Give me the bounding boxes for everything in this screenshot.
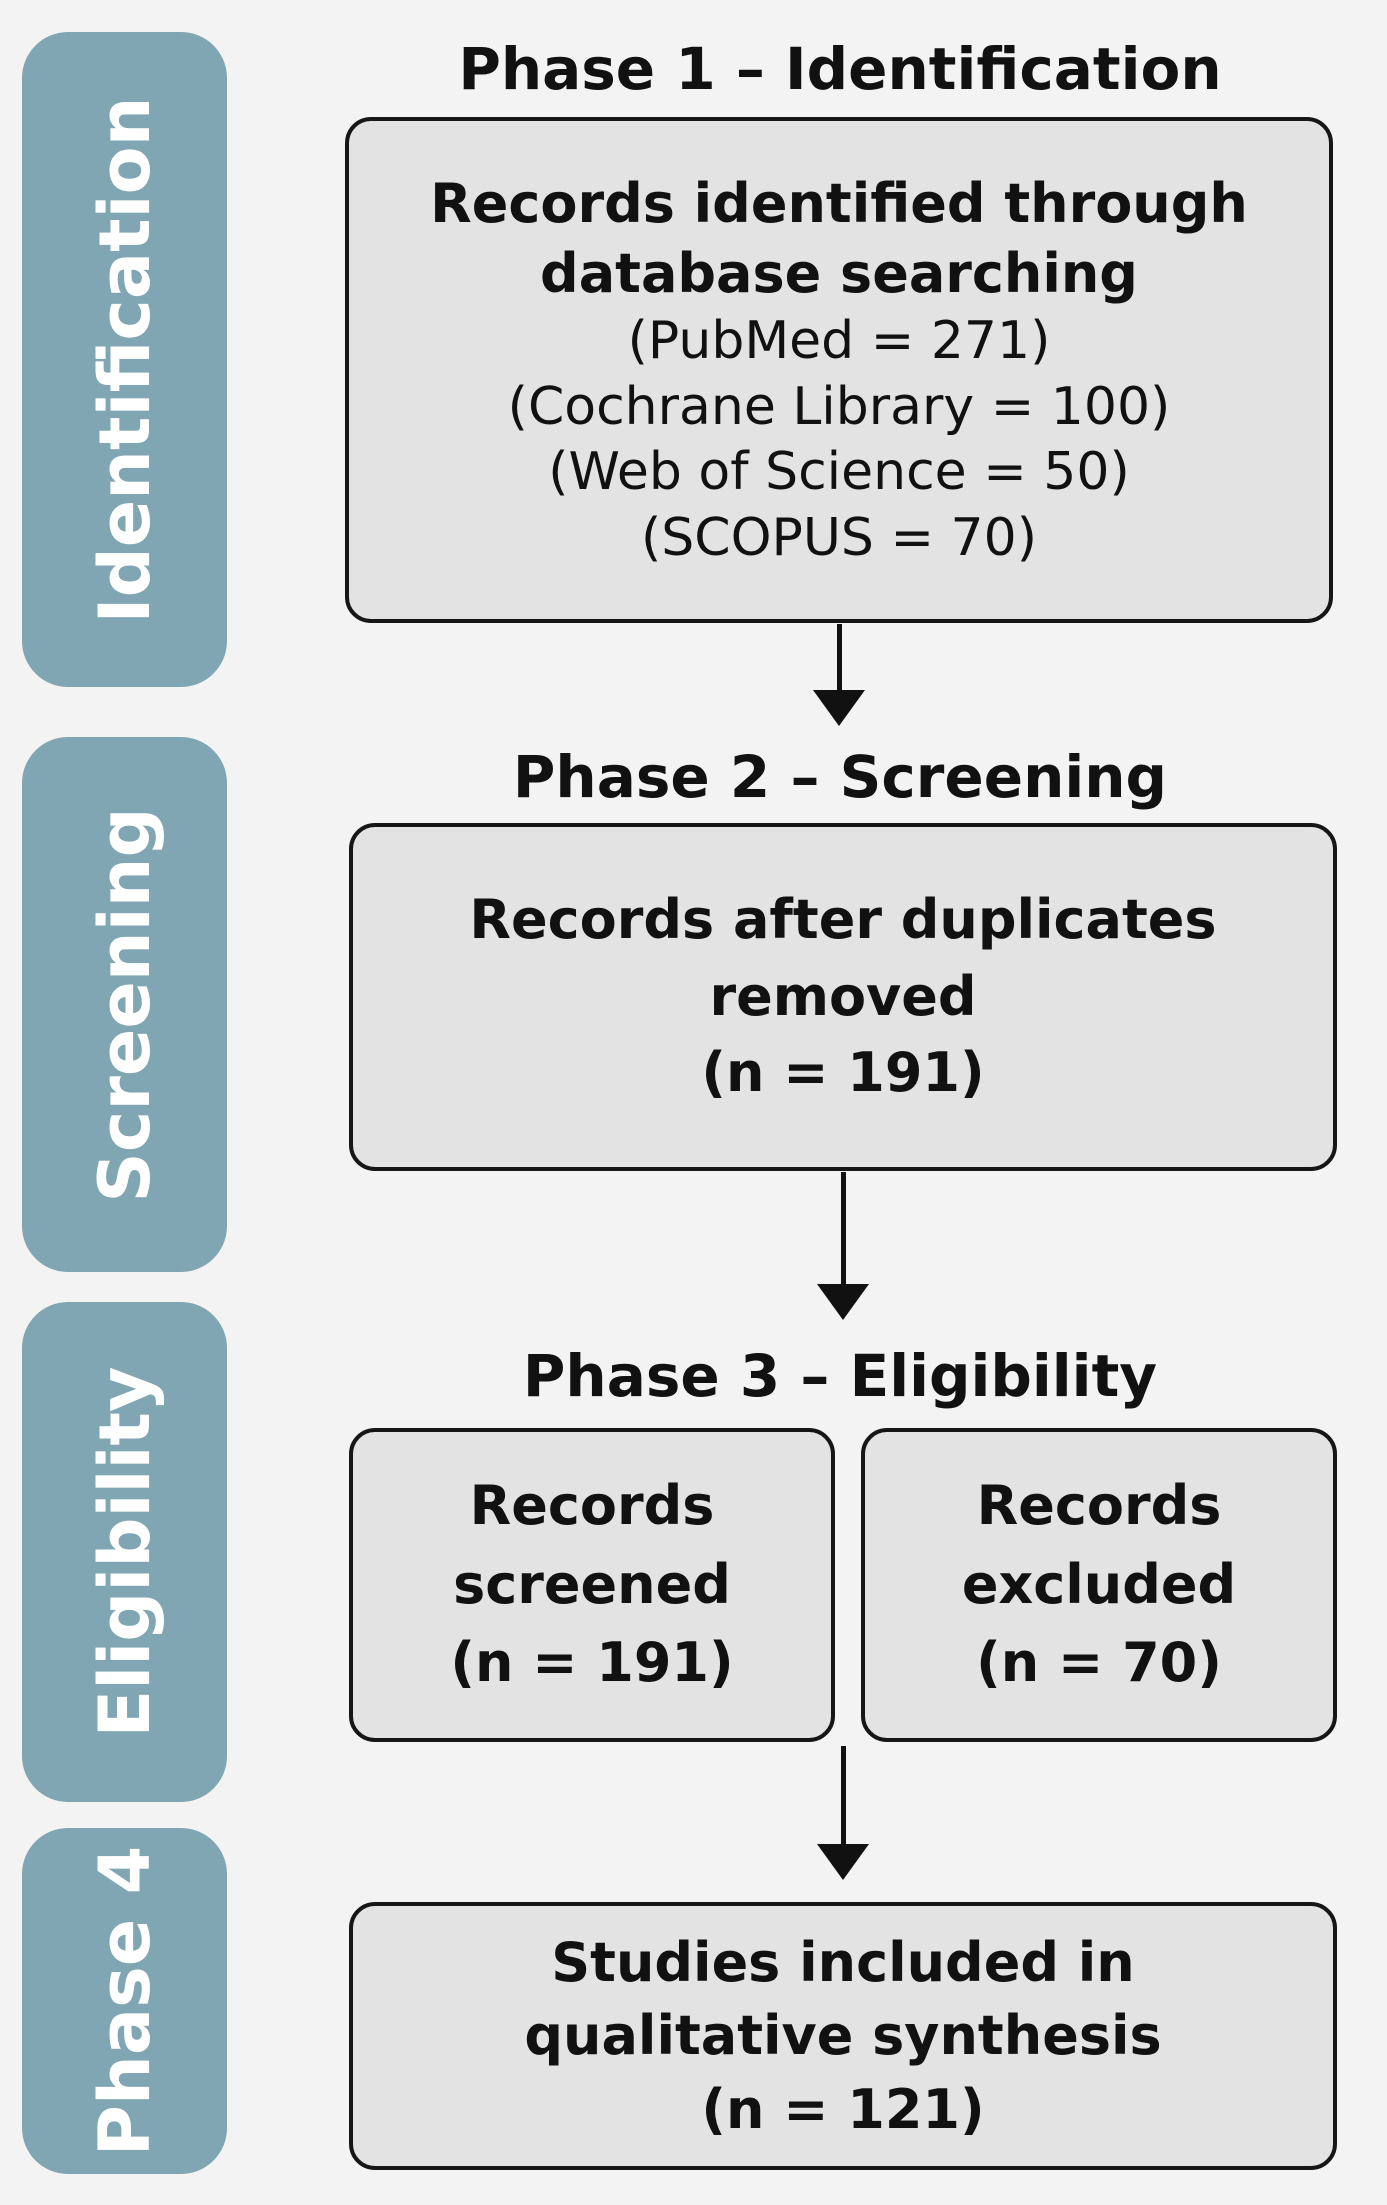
arrow-phase-1-to-2 bbox=[808, 624, 870, 726]
phase-1-title: Phase 1 – Identification bbox=[458, 35, 1222, 103]
included-count: (n = 121) bbox=[701, 2077, 985, 2141]
source-web-of-science: (Web of Science = 50) bbox=[548, 442, 1130, 503]
included-line-1: Studies included in bbox=[551, 1930, 1135, 1994]
source-pubmed: (PubMed = 271) bbox=[627, 311, 1051, 372]
arrow-phase-2-to-3 bbox=[812, 1172, 874, 1320]
source-cochrane: (Cochrane Library = 100) bbox=[507, 376, 1171, 437]
side-label-identification: Identification bbox=[22, 32, 227, 687]
excluded-line-2: excluded bbox=[961, 1552, 1237, 1616]
records-identified-heading-2: database searching bbox=[540, 241, 1138, 305]
included-line-2: qualitative synthesis bbox=[524, 2004, 1162, 2068]
records-identified-box: Records identified through database sear… bbox=[345, 117, 1333, 623]
side-label-screening: Screening bbox=[22, 737, 227, 1272]
excluded-count: (n = 70) bbox=[976, 1631, 1222, 1695]
phase-3-title: Phase 3 – Eligibility bbox=[522, 1342, 1158, 1410]
screened-line-1: Records bbox=[469, 1473, 715, 1537]
phase-2-title: Phase 2 – Screening bbox=[512, 743, 1168, 811]
side-label-eligibility-text: Eligibility bbox=[83, 1366, 166, 1738]
side-label-phase-4-text: Phase 4 bbox=[83, 1845, 166, 2157]
duplicates-line-2: removed bbox=[709, 964, 977, 1028]
excluded-line-1: Records bbox=[976, 1473, 1222, 1537]
source-scopus: (SCOPUS = 70) bbox=[640, 507, 1038, 568]
side-label-screening-text: Screening bbox=[83, 806, 166, 1203]
side-label-identification-text: Identification bbox=[83, 96, 166, 623]
screened-count: (n = 191) bbox=[450, 1631, 734, 1695]
duplicates-count: (n = 191) bbox=[701, 1041, 985, 1105]
records-identified-heading-1: Records identified through bbox=[430, 171, 1248, 235]
records-excluded-box: Records excluded (n = 70) bbox=[861, 1428, 1337, 1742]
records-after-duplicates-box: Records after duplicates removed (n = 19… bbox=[349, 823, 1337, 1171]
side-label-phase-4: Phase 4 bbox=[22, 1828, 227, 2174]
arrow-phase-3-to-4 bbox=[812, 1746, 874, 1880]
screened-line-2: screened bbox=[453, 1552, 731, 1616]
studies-included-box: Studies included in qualitative synthesi… bbox=[349, 1902, 1337, 2170]
records-screened-box: Records screened (n = 191) bbox=[349, 1428, 835, 1742]
side-label-eligibility: Eligibility bbox=[22, 1302, 227, 1802]
duplicates-line-1: Records after duplicates bbox=[469, 887, 1217, 951]
